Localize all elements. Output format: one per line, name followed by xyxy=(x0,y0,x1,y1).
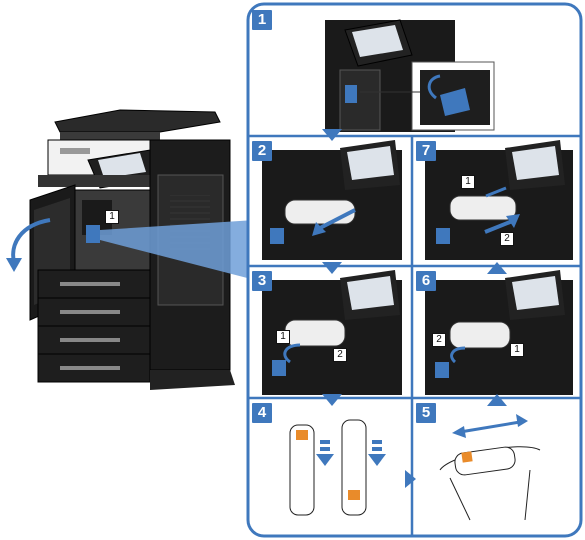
flow-arrow-2-3 xyxy=(322,262,342,274)
part-tag-1-step6: 1 xyxy=(510,343,524,357)
part-tag-1-step3: 1 xyxy=(276,330,290,344)
step-7-illustration xyxy=(425,140,573,260)
step-badge-5: 5 xyxy=(416,403,436,423)
flow-arrow-6-7 xyxy=(487,262,507,274)
part-tag-1-step7: 1 xyxy=(461,175,475,189)
flow-arrow-4-5 xyxy=(405,470,416,488)
step-badge-1: 1 xyxy=(252,10,272,30)
open-door-arrow-icon xyxy=(11,218,51,263)
step-6-illustration xyxy=(425,270,573,395)
step-badge-6: 6 xyxy=(416,271,436,291)
part-tag-1-machine: 1 xyxy=(105,210,119,224)
part-tag-2-step3: 2 xyxy=(333,348,347,362)
step-1-illustration xyxy=(325,19,495,132)
flow-arrow-1-2 xyxy=(322,129,342,141)
step-badge-4: 4 xyxy=(252,403,272,423)
step-badge-3: 3 xyxy=(252,271,272,291)
step-2-illustration xyxy=(262,140,402,260)
open-door-arrowhead xyxy=(6,258,22,272)
flow-arrow-5-6 xyxy=(487,394,507,406)
step-badge-7: 7 xyxy=(416,141,436,161)
part-tag-2-step7: 2 xyxy=(500,232,514,246)
step-4-illustration xyxy=(289,419,386,516)
shake-arrow-icon xyxy=(459,420,521,434)
step-badge-2: 2 xyxy=(252,141,272,161)
part-tag-2-step6: 2 xyxy=(432,333,446,347)
flow-arrow-3-4 xyxy=(322,394,342,406)
step-3-illustration xyxy=(262,270,402,395)
step-5-illustration xyxy=(439,414,541,521)
zoom-callout xyxy=(100,220,255,280)
